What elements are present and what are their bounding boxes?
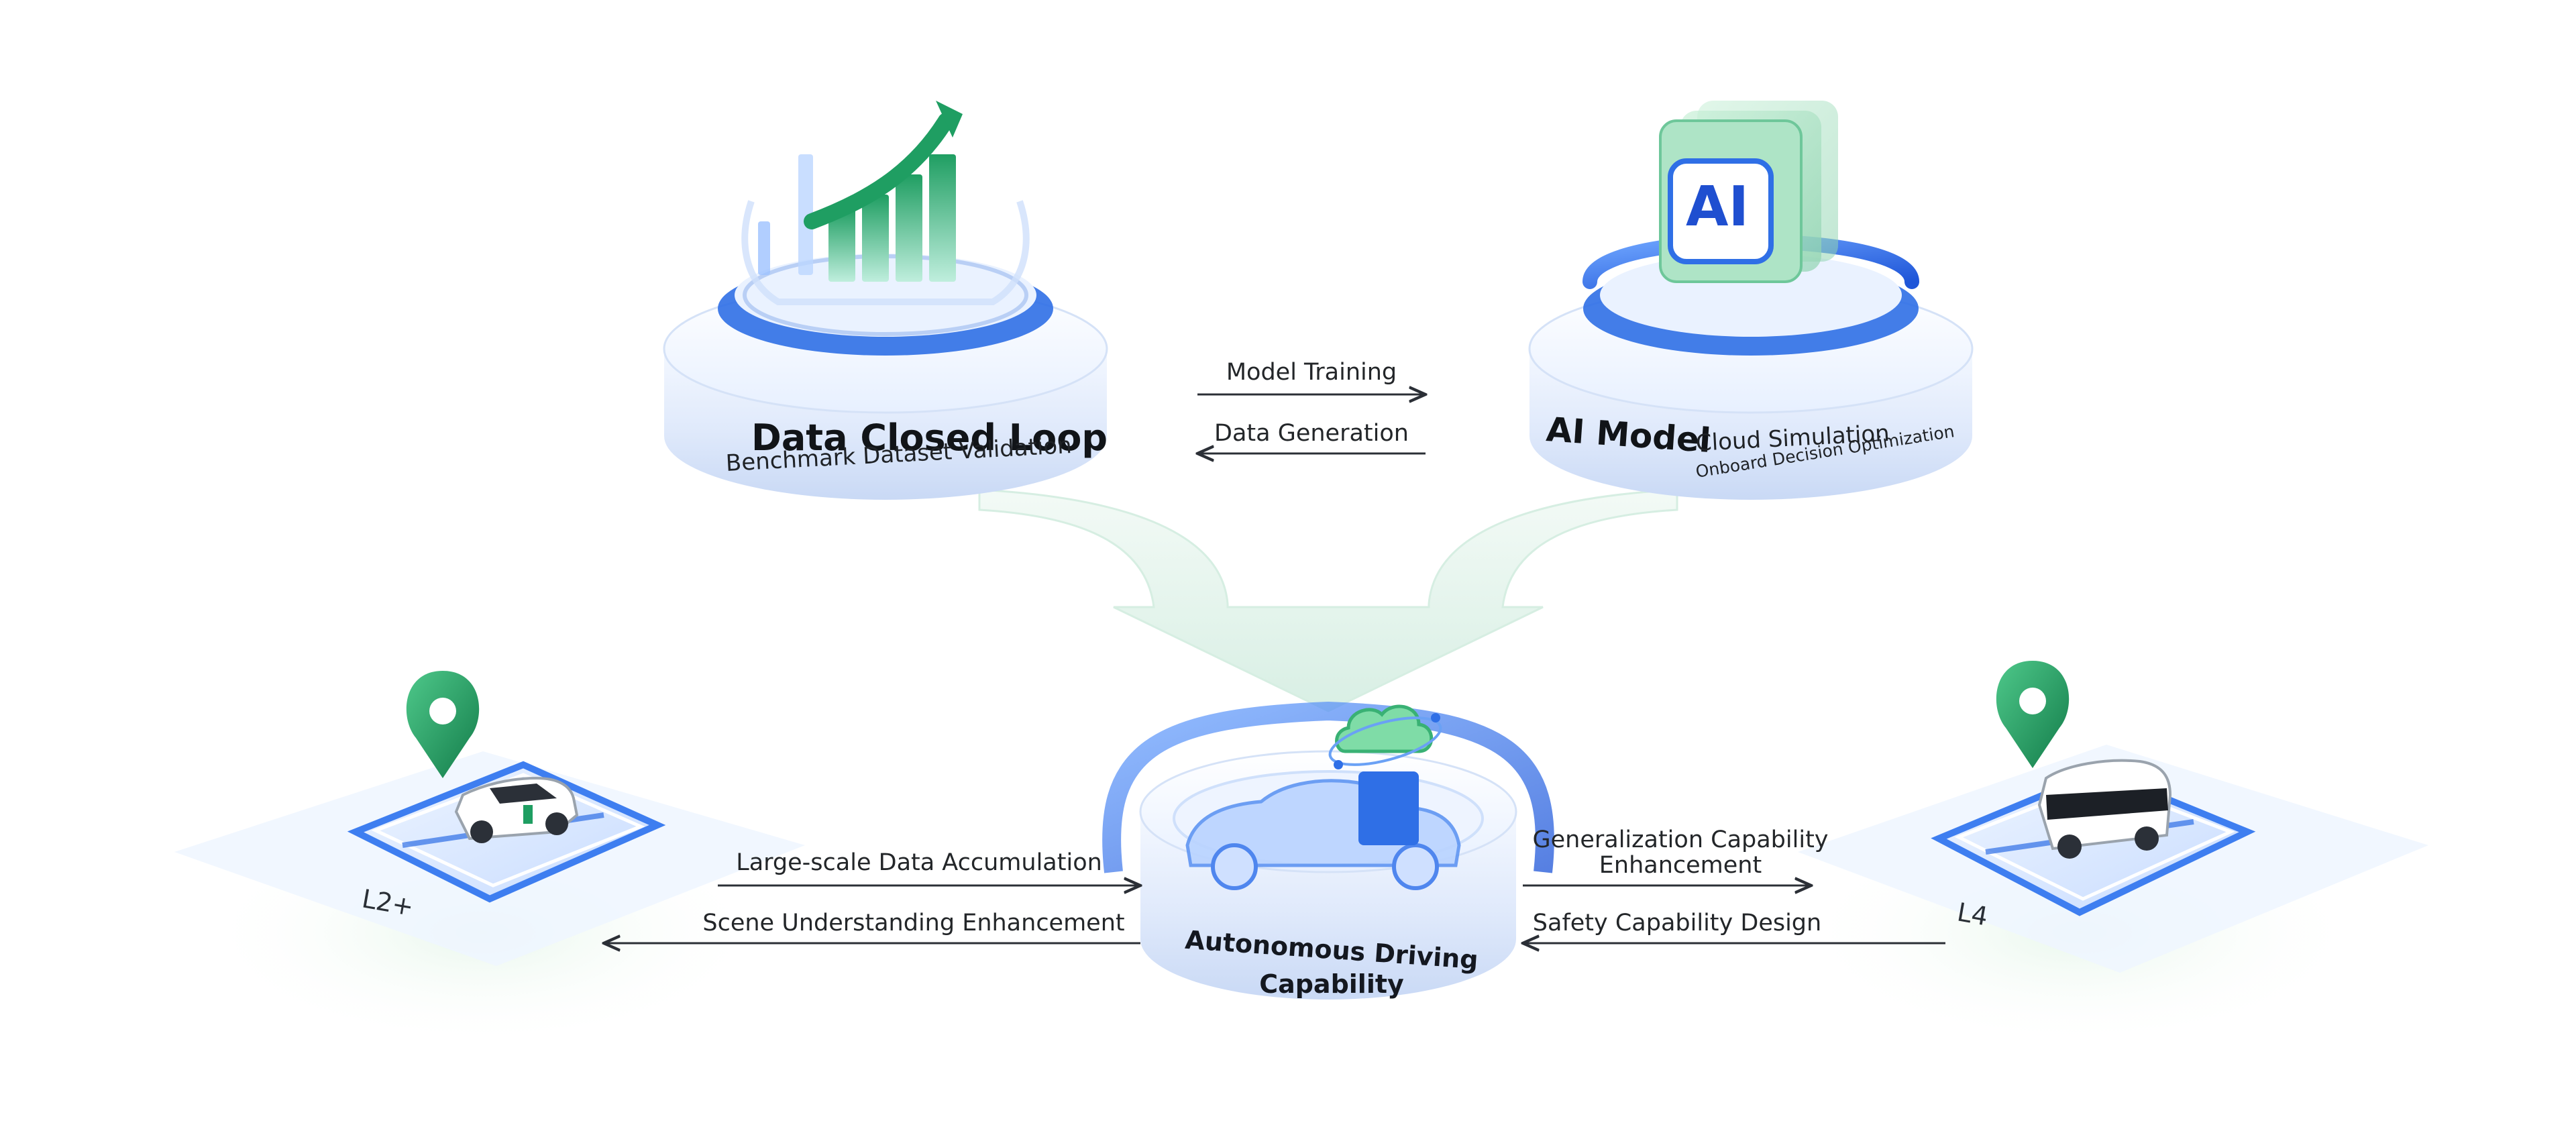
robotaxi-van-icon xyxy=(2037,759,2172,859)
safety-label: Safety Capability Design xyxy=(1532,910,1822,936)
model-training-label: Model Training xyxy=(1226,359,1397,386)
ai-model-disc xyxy=(1528,234,1974,500)
map-pin-icon-l4 xyxy=(1996,661,2070,768)
data-closed-loop-disc xyxy=(663,254,1108,500)
ai-chip-icon xyxy=(1659,101,1838,283)
suv-car-icon xyxy=(454,776,579,843)
generalization-label-line2: Enhancement xyxy=(1599,852,1762,879)
data-generation-label: Data Generation xyxy=(1214,420,1409,447)
capability-title: Capability xyxy=(1259,969,1404,999)
flow-arrows xyxy=(604,394,1945,943)
bar-chart-growth-icon xyxy=(741,101,1030,305)
scene-understanding-label: Scene Understanding Enhancement xyxy=(702,910,1125,936)
l4-level-label: L4 xyxy=(1955,897,1990,932)
map-pin-icon xyxy=(406,671,480,778)
merge-arrow xyxy=(978,488,1678,712)
ai-badge: AI xyxy=(1686,175,1749,239)
large-scale-label: Large-scale Data Accumulation xyxy=(736,849,1102,876)
cloud-icon xyxy=(1328,704,1442,845)
generalization-label-line1: Generalization Capability xyxy=(1532,826,1829,853)
data-closed-loop-title: Data Closed Loop xyxy=(751,417,1108,459)
